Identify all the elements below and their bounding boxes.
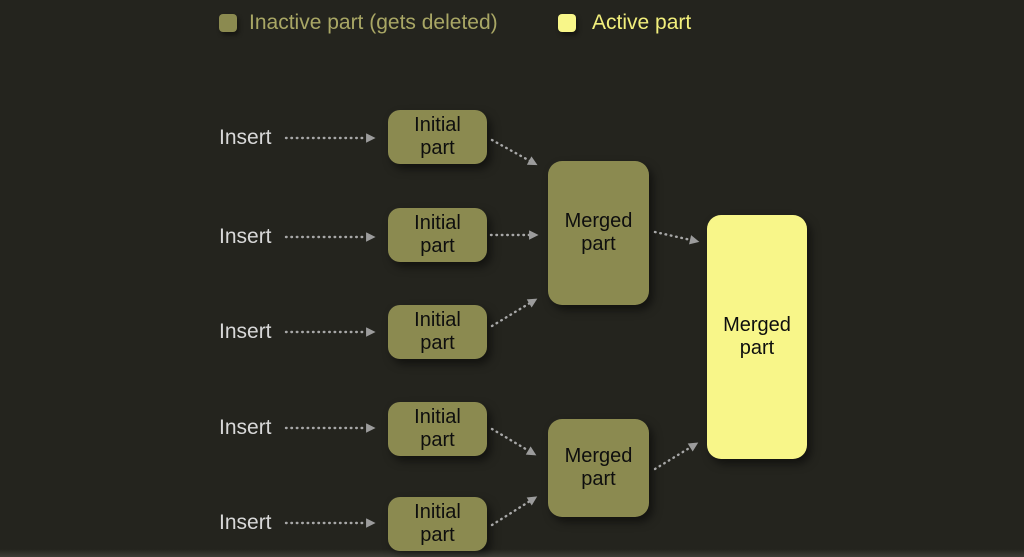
- initial-part-node-4: Initial part: [388, 402, 487, 456]
- initial-part-node-3: Initial part: [388, 305, 487, 359]
- inactive-part-legend-label: Inactive part (gets deleted): [249, 11, 498, 34]
- initial-part-label: Initial part: [414, 501, 461, 546]
- merged-part-label: Merged part: [564, 445, 633, 490]
- bottom-edge-glow: [0, 549, 1024, 557]
- arrow-initial1-to-merged-top: [490, 138, 538, 166]
- arrow-initial4-to-merged-bottom: [490, 427, 537, 456]
- initial-part-label: Initial part: [414, 406, 461, 451]
- insert-label-3: Insert: [219, 320, 272, 343]
- active-part-swatch: [558, 14, 576, 32]
- merged-part-node-top: Merged part: [548, 161, 649, 305]
- initial-part-node-1: Initial part: [388, 110, 487, 164]
- initial-part-label: Initial part: [414, 212, 461, 257]
- arrow-initial5-to-merged-bottom: [490, 496, 538, 527]
- insert-label-2: Insert: [219, 225, 272, 248]
- inactive-part-swatch: [219, 14, 237, 32]
- active-part-legend-label: Active part: [592, 11, 692, 34]
- initial-part-node-5: Initial part: [388, 497, 487, 551]
- initial-part-label: Initial part: [414, 309, 461, 354]
- arrow-merged-bottom-to-active: [653, 442, 699, 471]
- initial-part-node-2: Initial part: [388, 208, 487, 262]
- merged-part-node-bottom: Merged part: [548, 419, 649, 517]
- insert-label-5: Insert: [219, 511, 272, 534]
- insert-label-1: Insert: [219, 126, 272, 149]
- merged-part-label: Merged part: [564, 210, 633, 255]
- arrow-initial3-to-merged-top: [490, 298, 538, 328]
- initial-part-label: Initial part: [414, 114, 461, 159]
- merged-part-label: Merged part: [723, 314, 791, 359]
- merged-part-node-active: Merged part: [707, 215, 807, 459]
- insert-label-4: Insert: [219, 416, 272, 439]
- arrow-merged-top-to-active: [653, 230, 700, 245]
